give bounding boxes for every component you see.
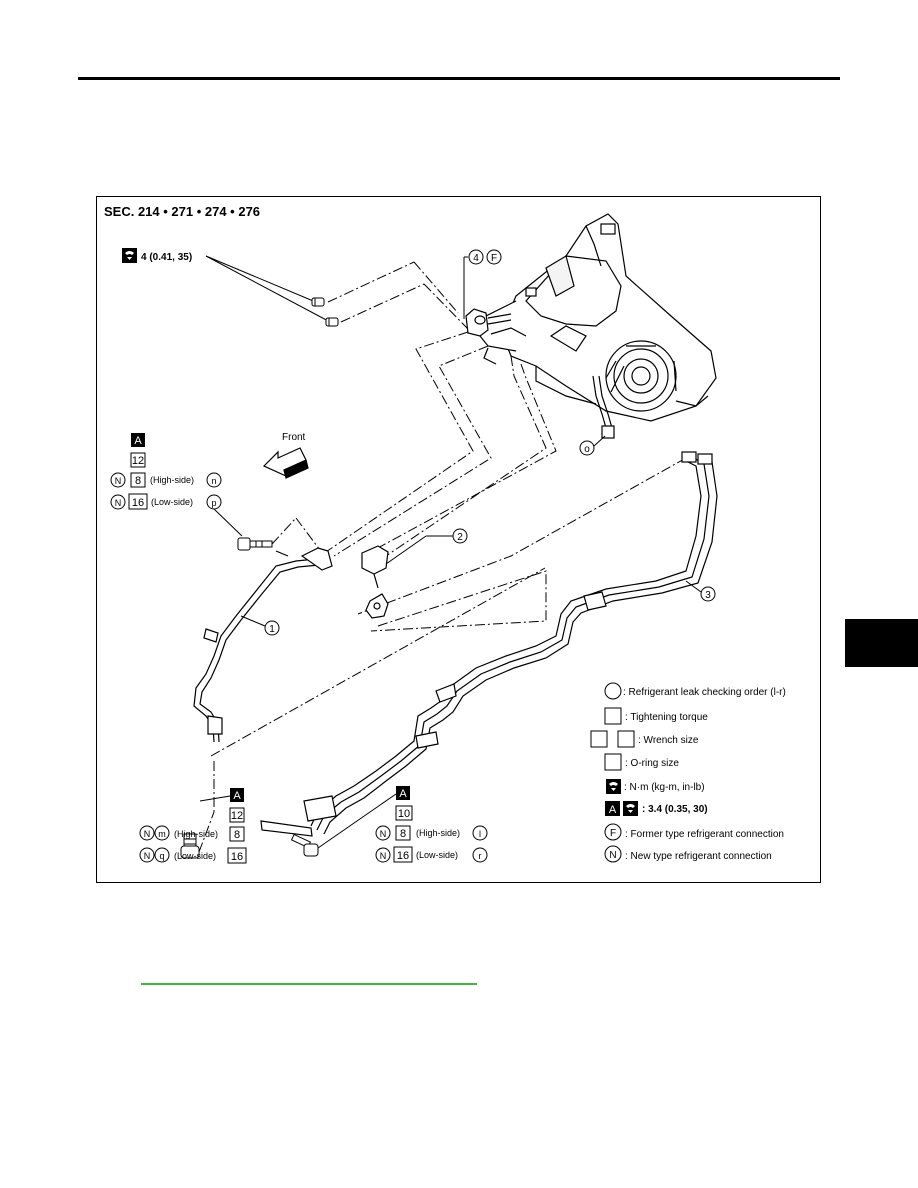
top-bolt-dashdot xyxy=(327,261,469,330)
part2-valve xyxy=(361,545,389,619)
lu-low-n: N xyxy=(115,498,122,508)
rl-low-oring: 16 xyxy=(397,850,409,862)
legend-tightening: : Tightening torque xyxy=(625,712,708,723)
legend-torque-icon xyxy=(606,779,621,794)
hvac-unit xyxy=(475,213,717,422)
bolt-left-upper xyxy=(237,537,273,551)
ll-wrench: 12 xyxy=(231,810,243,822)
pipe-1 xyxy=(193,547,333,743)
top-rule xyxy=(78,77,840,80)
part1-label: 1 xyxy=(269,624,275,635)
lu-high-label: (High-side) xyxy=(150,475,194,485)
ll-tag: A xyxy=(233,790,241,802)
ll-high-label: (High-side) xyxy=(174,829,218,839)
lu-high-n: N xyxy=(115,476,122,486)
legend-tag-torque-icon xyxy=(623,801,638,816)
ll-low-n: N xyxy=(144,851,151,861)
diagram-frame xyxy=(96,196,821,883)
ll-high-n: N xyxy=(144,829,151,839)
lu-tag: A xyxy=(134,435,142,447)
drain-tube xyxy=(592,375,615,439)
part2-label: 2 xyxy=(457,532,463,543)
legend-torque-unit: : N·m (kg-m, in-lb) xyxy=(624,782,705,793)
legend-leak-order: : Refrigerant leak checking order (l-r) xyxy=(623,687,786,698)
ll-low-order: q xyxy=(159,851,164,861)
legend-new: : New type refrigerant connection xyxy=(625,851,772,862)
part4-fitting xyxy=(465,308,512,337)
legend-tag: A xyxy=(609,804,617,816)
legend: : Refrigerant leak checking order (l-r) … xyxy=(590,682,786,863)
lu-high-order: n xyxy=(211,476,216,486)
hyperlink-underline[interactable] xyxy=(141,983,477,985)
bolt-left-lower xyxy=(180,833,200,859)
rl-tag: A xyxy=(399,788,407,800)
part3-label: 3 xyxy=(705,590,711,601)
refrigerant-line-diagram: SEC. 214 • 271 • 274 • 276 4 (0.41, 35) … xyxy=(104,204,786,864)
top-bolt-leaders xyxy=(205,255,333,324)
hvac-dashdot-lines xyxy=(210,331,687,812)
rl-low-order: r xyxy=(479,851,482,861)
legend-wrench: : Wrench size xyxy=(638,735,699,746)
rl-low-label: (Low-side) xyxy=(416,850,458,860)
ll-low-oring: 16 xyxy=(231,851,243,863)
front-arrow xyxy=(262,447,309,479)
torque-icon xyxy=(122,248,137,263)
pipe-3 xyxy=(260,451,718,837)
rl-high-oring: 8 xyxy=(400,828,406,840)
front-label: Front xyxy=(282,432,306,443)
legend-tag-torque: : 3.4 (0.35, 30) xyxy=(642,804,708,815)
bolt-top-1 xyxy=(311,297,339,327)
rl-high-n: N xyxy=(380,829,387,839)
rl-low-n: N xyxy=(380,851,387,861)
ll-high-oring: 8 xyxy=(234,829,240,841)
rl-high-order: l xyxy=(479,829,481,839)
section-label: SEC. 214 • 271 • 274 • 276 xyxy=(104,204,260,219)
rl-wrench: 10 xyxy=(398,808,410,820)
bolt-right-lower xyxy=(290,833,319,857)
lu-high-oring: 8 xyxy=(135,475,141,487)
legend-former-letter: F xyxy=(610,828,616,839)
lu-low-label: (Low-side) xyxy=(151,497,193,507)
section-tab-block xyxy=(845,619,918,667)
ll-high-order: m xyxy=(158,829,166,839)
legend-new-letter: N xyxy=(609,850,616,861)
legend-former: : Former type refrigerant connection xyxy=(625,829,784,840)
part4-label: 4 xyxy=(473,253,479,264)
top-bolt-torque: 4 (0.41, 35) xyxy=(141,252,192,263)
legend-oring: : O-ring size xyxy=(625,758,679,769)
lu-low-order: p xyxy=(211,498,216,508)
point-o-label: o xyxy=(584,444,590,455)
lu-low-oring: 16 xyxy=(132,497,144,509)
part4-former-marker: F xyxy=(491,253,497,264)
ll-low-label: (Low-side) xyxy=(174,851,216,861)
lu-wrench: 12 xyxy=(132,455,144,467)
rl-high-label: (High-side) xyxy=(416,828,460,838)
